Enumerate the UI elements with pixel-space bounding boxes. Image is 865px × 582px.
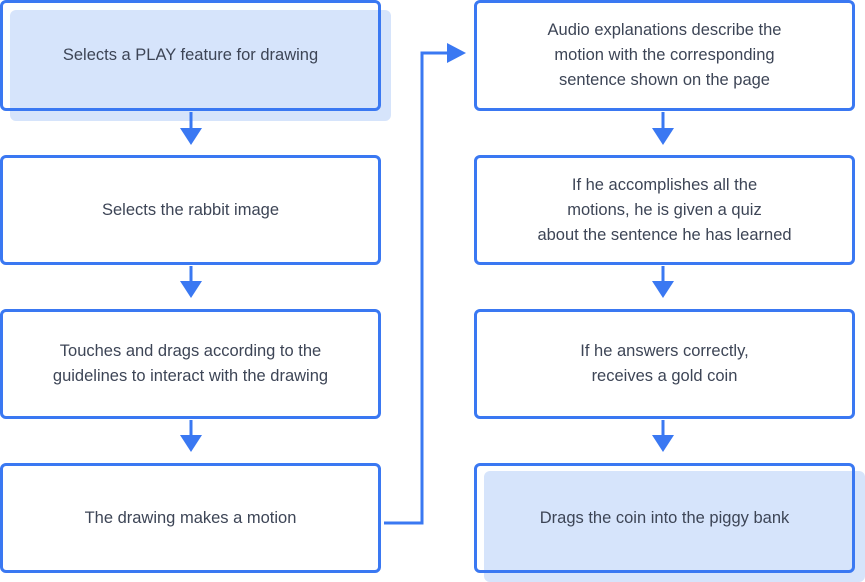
arrow-right-3: [652, 420, 674, 452]
step-audio-explanations: Audio explanations describe the motion w…: [474, 0, 855, 111]
arrow-left-3: [180, 420, 202, 452]
step-quiz: If he accomplishes all the motions, he i…: [474, 155, 855, 265]
start-step-highlight: [10, 10, 391, 121]
step-select-play: Selects a PLAY feature for drawing: [0, 0, 381, 111]
arrow-connector: [384, 43, 466, 525]
arrow-left-1: [180, 112, 202, 145]
step-drawing-motion: The drawing makes a motion: [0, 463, 381, 573]
step-piggy-bank: Drags the coin into the piggy bank: [474, 463, 855, 573]
step-gold-coin: If he answers correctly, receives a gold…: [474, 309, 855, 419]
arrow-left-2: [180, 266, 202, 298]
step-select-rabbit: Selects the rabbit image: [0, 155, 381, 265]
end-step-highlight: [484, 471, 865, 582]
step-touch-drag: Touches and drags according to the guide…: [0, 309, 381, 419]
arrow-right-2: [652, 266, 674, 298]
arrow-right-1: [652, 112, 674, 145]
